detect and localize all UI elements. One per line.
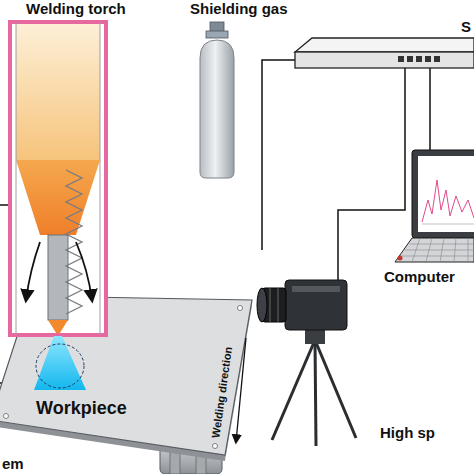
gas-flow-arrows	[26, 242, 92, 300]
system-label: em	[2, 455, 24, 472]
gas-cylinder	[200, 22, 234, 178]
welding-arc	[34, 336, 86, 390]
laptop-computer	[395, 150, 474, 262]
computer-label: Computer	[384, 268, 455, 285]
direction-label: Welding direction	[209, 346, 234, 439]
welding-torch	[10, 22, 106, 336]
gas-label: Shielding gas	[190, 0, 288, 17]
direction-arrow	[236, 338, 246, 442]
camera-label: High sp	[380, 424, 435, 441]
workpiece-label: Workpiece	[36, 398, 127, 419]
network-switch	[295, 38, 474, 68]
torch-label: Welding torch	[26, 0, 126, 17]
high-speed-camera	[257, 280, 356, 446]
switch-label: S	[461, 18, 471, 35]
